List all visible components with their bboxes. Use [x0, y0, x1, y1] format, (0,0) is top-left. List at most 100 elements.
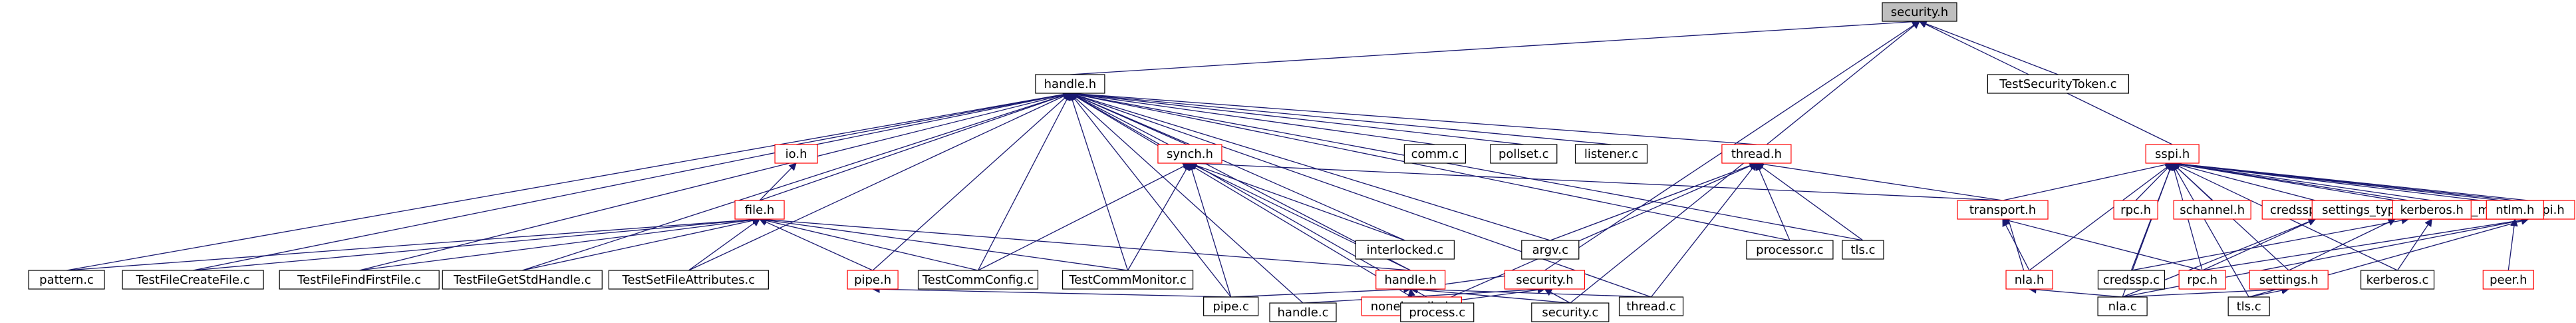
dependency-edge [1651, 162, 1757, 298]
graph-node-argv-c[interactable]: argv.c [1521, 240, 1580, 260]
dependency-edge [978, 162, 1191, 271]
node-label: file.h [745, 203, 775, 217]
graph-node-ntlm-h[interactable]: ntlm.h [2486, 200, 2544, 220]
graph-node-schannel-h[interactable]: schannel.h [2173, 200, 2251, 220]
node-box [2097, 296, 2148, 316]
graph-node-testfilegetstdhandle-c[interactable]: TestFileGetStdHandle.c [442, 270, 603, 290]
node-box [1355, 240, 1455, 260]
dependency-edge [2202, 216, 2529, 271]
graph-node-testsecuritytoken-c[interactable]: TestSecurityToken.c [1987, 74, 2129, 94]
graph-node-processor-c[interactable]: processor.c [1746, 240, 1834, 260]
dependency-edge [1069, 89, 1757, 145]
graph-node-rpc-c[interactable]: rpc.h [2178, 270, 2226, 290]
node-label: comm.c [1411, 147, 1459, 161]
graph-node-pollset-c[interactable]: pollset.c [1490, 144, 1558, 164]
dependency-edge [758, 215, 1411, 271]
graph-node-comm-c[interactable]: comm.c [1403, 144, 1467, 164]
graph-node-tls-c-mid[interactable]: tls.c [1842, 240, 1884, 260]
graph-node-testcommconfig-c[interactable]: TestCommConfig.c [917, 270, 1039, 290]
dependency-edge [1069, 90, 1435, 145]
dependency-edge [1069, 90, 1612, 145]
dependency-edge [2131, 216, 2410, 271]
node-box [1746, 240, 1834, 260]
node-box [917, 270, 1039, 290]
node-label: synch.h [1167, 147, 1213, 161]
dependency-edge [193, 216, 761, 271]
graph-node-kerberos-c[interactable]: kerberos.c [2360, 270, 2435, 290]
node-box [2486, 200, 2544, 220]
dependency-edge [1230, 285, 1411, 298]
node-box [1618, 296, 1684, 316]
dependency-edge [1189, 162, 1405, 241]
graph-node-credssp-c[interactable]: credssp.c [2097, 270, 2166, 290]
node-label: tls.c [2237, 300, 2261, 314]
dependency-edge [359, 91, 1072, 271]
node-box [1157, 144, 1222, 164]
dependency-edge [1069, 93, 1412, 298]
node-label: tls.c [1850, 243, 1875, 257]
dependency-edge [2171, 160, 2396, 201]
node-label: TestCommMonitor.c [1068, 273, 1186, 287]
dependency-edge [1302, 285, 1546, 304]
dependency-edge [2507, 218, 2518, 271]
graph-node-io-h[interactable]: io.h [774, 144, 818, 164]
node-label: handle.h [1384, 273, 1436, 287]
node-label: security.h [1516, 273, 1573, 287]
graph-node-transport-h[interactable]: transport.h [1957, 200, 2049, 220]
graph-node-handle-h-top[interactable]: handle.h [1035, 74, 1105, 94]
node-label: TestCommConfig.c [922, 273, 1034, 287]
node-label: credssp.c [2103, 273, 2160, 287]
node-label: argv.c [1532, 243, 1568, 257]
dependency-edge [1409, 285, 1651, 298]
graph-node-tls-c-right[interactable]: tls.c [2227, 296, 2270, 316]
node-box [1521, 240, 1580, 260]
node-label: TestFileCreateFile.c [136, 273, 250, 287]
graph-node-pattern-c[interactable]: pattern.c [28, 270, 105, 290]
node-box [122, 270, 264, 290]
dependency-edge [1068, 92, 1129, 271]
graph-node-thread-c[interactable]: thread.c [1618, 296, 1684, 316]
node-box [2145, 144, 2200, 164]
graph-node-security-h-low[interactable]: security.h [1504, 270, 1586, 290]
graph-node-pipe-c[interactable]: pipe.c [1203, 296, 1259, 316]
node-label: ntlm.h [2496, 203, 2534, 217]
node-box [2005, 270, 2053, 290]
graph-node-thread-h[interactable]: thread.h [1721, 144, 1792, 164]
graph-node-interlocked-c[interactable]: interlocked.c [1355, 240, 1455, 260]
graph-node-testsetfileattributes-c[interactable]: TestSetFileAttributes.c [608, 270, 769, 290]
node-box [2173, 200, 2251, 220]
graph-node-testfilefindfirstfile-c[interactable]: TestFileFindFirstFile.c [279, 270, 440, 290]
dependency-edge [1189, 159, 2003, 201]
node-box [2249, 270, 2329, 290]
graph-node-rpc-h[interactable]: rpc.h [2113, 200, 2158, 220]
node-box [1882, 2, 1957, 22]
node-box [774, 144, 818, 164]
graph-node-synch-h[interactable]: synch.h [1157, 144, 1222, 164]
graph-node-pipe-h[interactable]: pipe.h [847, 270, 899, 290]
node-box [2392, 200, 2472, 220]
node-label: nla.h [2015, 273, 2045, 287]
dependency-edge [759, 162, 797, 201]
graph-node-sspi-h[interactable]: sspi.h [2145, 144, 2200, 164]
graph-node-settings-h[interactable]: settings.h [2249, 270, 2329, 290]
node-label: process.c [1409, 306, 1465, 320]
graph-node-testfilecreatefile-c[interactable]: TestFileCreateFile.c [122, 270, 264, 290]
node-label: thread.c [1626, 300, 1676, 314]
graph-node-handle-c[interactable]: handle.c [1269, 302, 1337, 322]
dependency-edge [1755, 160, 2003, 201]
graph-node-file-h[interactable]: file.h [734, 200, 785, 220]
node-label: TestSecurityToken.c [1999, 77, 2116, 91]
graph-node-nla-h[interactable]: nla.h [2005, 270, 2053, 290]
graph-node-peer-h[interactable]: peer.h [2482, 270, 2534, 290]
graph-node-kerberos-h[interactable]: kerberos.h [2392, 200, 2472, 220]
graph-node-process-c[interactable]: process.c [1400, 302, 1475, 322]
node-box [1203, 296, 1259, 316]
graph-node-nla-c[interactable]: nla.c [2097, 296, 2148, 316]
node-label: peer.h [2490, 273, 2527, 287]
dependency-edge [2288, 218, 2396, 271]
graph-node-handle-h-mid[interactable]: handle.h [1375, 270, 1446, 290]
graph-node-testcommmonitor-c[interactable]: TestCommMonitor.c [1062, 270, 1194, 290]
node-box [1400, 302, 1475, 322]
graph-node-listener-c[interactable]: listener.c [1574, 144, 1648, 164]
graph-node-security-c[interactable]: security.c [1531, 302, 1610, 322]
